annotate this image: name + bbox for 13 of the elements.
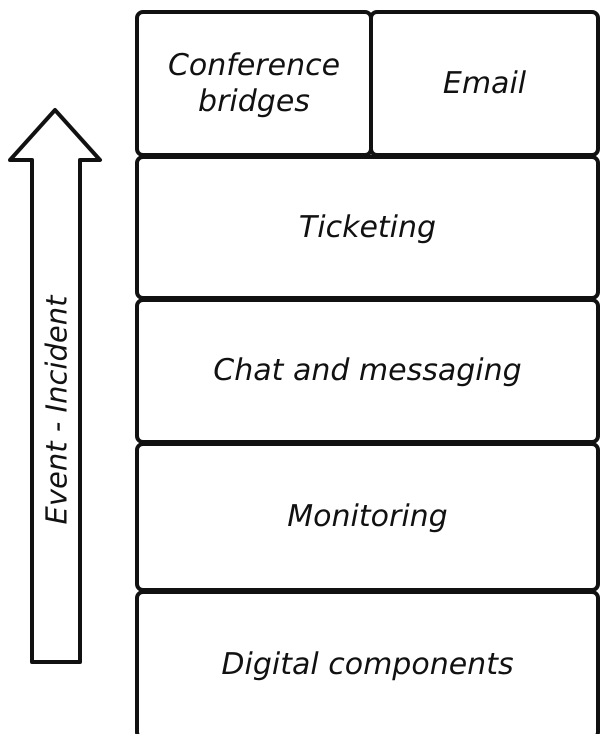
layer-label: Monitoring bbox=[286, 499, 449, 535]
layer-box bbox=[135, 298, 600, 444]
axis-label: Event - Incident bbox=[38, 296, 73, 524]
layer-box bbox=[369, 10, 600, 157]
layer-box bbox=[135, 442, 600, 592]
layer-box bbox=[135, 590, 600, 734]
layer-label: Email bbox=[442, 66, 528, 102]
layer-label: Digital components bbox=[220, 647, 515, 683]
layer-label: Conference bridges bbox=[166, 48, 342, 120]
layer-box bbox=[135, 155, 600, 300]
layer-label: Chat and messaging bbox=[212, 353, 523, 389]
layer-label: Ticketing bbox=[298, 210, 438, 246]
layer-box bbox=[135, 10, 373, 157]
